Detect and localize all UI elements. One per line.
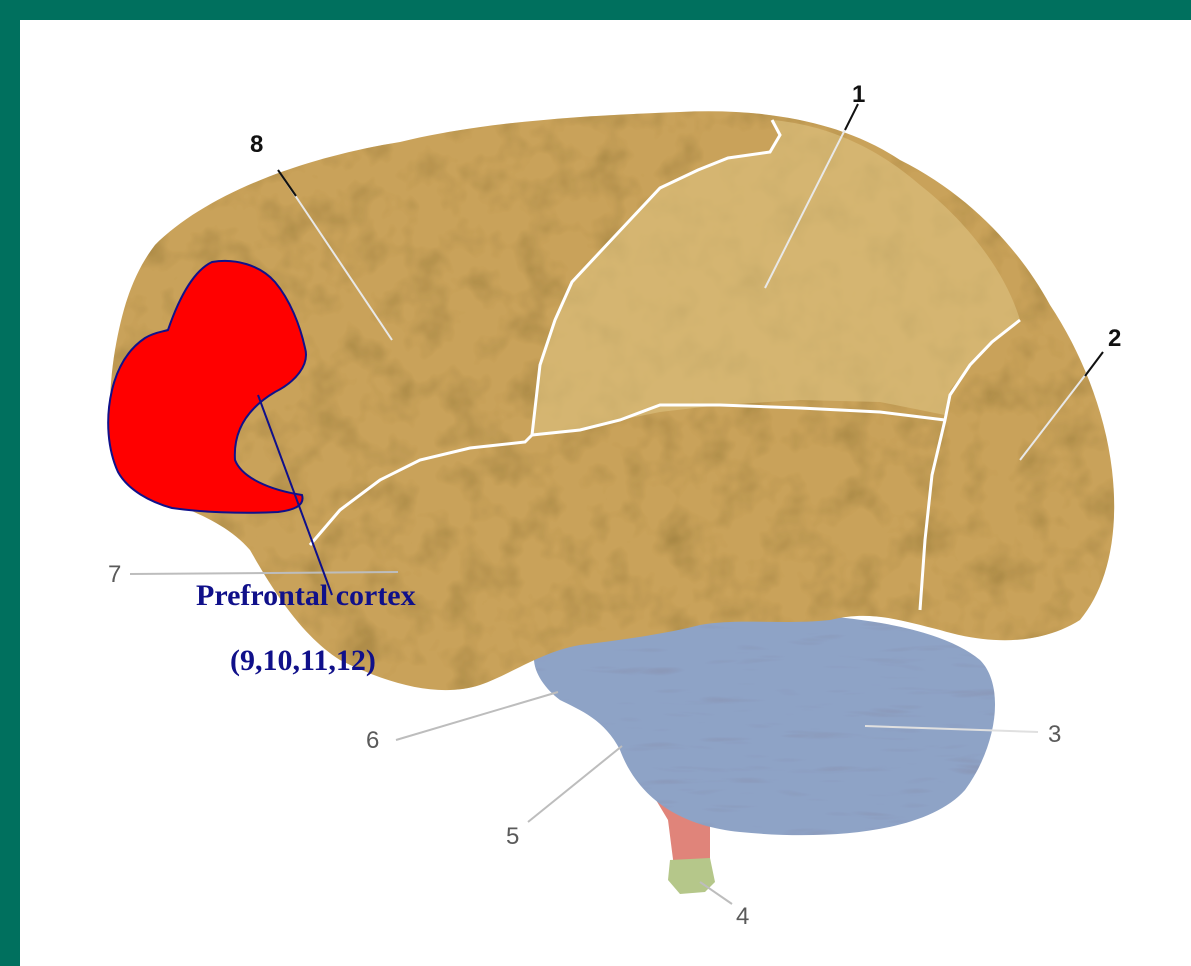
cerebellum xyxy=(534,613,995,835)
leader-line-2-tick xyxy=(1085,352,1103,376)
label-7: 7 xyxy=(108,561,121,588)
label-1: 1 xyxy=(852,81,865,108)
label-4: 4 xyxy=(736,903,749,930)
label-3: 3 xyxy=(1048,721,1061,748)
label-8: 8 xyxy=(250,131,263,158)
label-6: 6 xyxy=(366,727,379,754)
prefrontal-cortex-label: Prefrontal cortex xyxy=(196,579,416,612)
label-2: 2 xyxy=(1108,325,1121,352)
brain-diagram: 1 2 8 3 4 5 6 7 Prefrontal cortex (9,10,… xyxy=(20,20,1191,966)
leader-line-4 xyxy=(700,882,732,904)
leader-line-5 xyxy=(528,746,622,822)
prefrontal-areas-label: (9,10,11,12) xyxy=(230,644,376,677)
label-5: 5 xyxy=(506,823,519,850)
slide-canvas: 1 2 8 3 4 5 6 7 Prefrontal cortex (9,10,… xyxy=(20,20,1191,966)
leader-line-6 xyxy=(396,692,558,740)
